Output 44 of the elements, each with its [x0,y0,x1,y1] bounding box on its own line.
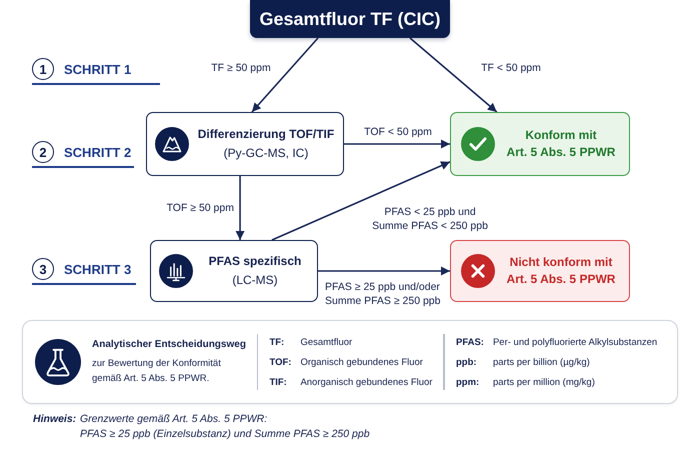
definition: Organisch gebundenes Fluor [300,356,424,368]
note-label: Hinweis: [33,412,76,426]
definition: parts per billion (µg/kg) [492,356,591,368]
process-box [150,240,318,302]
definition: Gesamtfluor [300,336,354,348]
arrow [272,161,450,241]
result-box [450,112,630,176]
definition: Anorganisch gebundenes Fluor [300,376,432,388]
result-text: Art. 5 Abs. 5 PPWR [506,144,616,161]
note-text: Grenzwerte gemäß Art. 5 Abs. 5 PPWR: [80,412,268,426]
node-subtitle: (Py-GC-MS, IC) [224,146,308,161]
definition: Per- und polyfluorierte Alkylsubstanzen [492,336,658,348]
node-title: PFAS spezifisch [208,254,302,269]
result-text: Art. 5 Abs. 5 PPWR [506,271,616,288]
abbreviation: TOF: [269,356,292,368]
result-text: Nicht konform mit [510,254,612,271]
abbreviation: TIF: [269,376,288,388]
arrow [409,37,498,113]
abbreviation: ppb: [456,356,478,368]
process-box [146,112,344,176]
abbreviation: TF: [269,336,286,348]
step-label: SCHRITT 2 [64,145,132,160]
result-box [450,240,630,302]
definition: parts per million (mg/kg) [492,376,596,388]
arrow [318,266,450,276]
arrow [344,140,450,148]
step-label: SCHRITT 1 [64,62,132,77]
arrow [251,37,319,113]
panel-heading: Analytischer Entscheidungsweg [92,338,246,352]
title-text: Gesamtfluor TF (CIC) [259,8,440,30]
step-number: 2 [32,141,54,163]
abbreviation: PFAS: [456,336,484,348]
step-label: SCHRITT 3 [64,262,132,277]
title-box [250,0,450,38]
result-text: Konform mit [525,127,597,144]
arrow [236,176,245,240]
note-text: PFAS ≥ 25 ppb (Einzelsubstanz) und Summe PFAS ≥ 250 ppb [80,427,370,441]
abbreviation: ppm: [456,376,480,388]
step-number: 3 [32,258,54,280]
panel-text: zur Bewertung der Konformität gemäß Art. 5 Abs. 5 PPWR. [92,357,222,386]
node-title: Differenzierung TOF/TIF [198,127,334,142]
info-panel [22,320,678,404]
step-number: 1 [32,58,54,80]
node-subtitle: (LC-MS) [232,273,278,288]
